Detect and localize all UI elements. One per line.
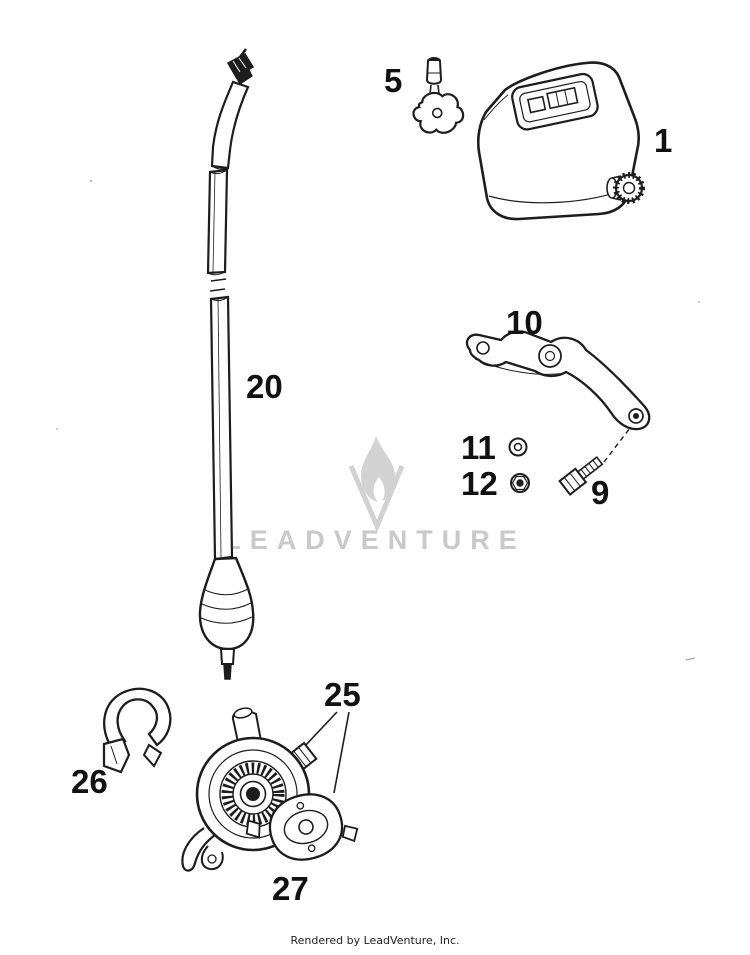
callout-26[interactable]: 26 — [71, 763, 108, 800]
speedometer-cable-drawing — [198, 48, 255, 680]
washer-drawing — [508, 437, 528, 457]
leader-line-bolt — [603, 427, 631, 463]
paper-speckles — [56, 179, 700, 661]
footer-credit: Rendered by LeadVenture, Inc. — [290, 934, 460, 947]
odometer-window — [511, 72, 599, 131]
leadventure-watermark-logo: LEADVENTURE — [224, 436, 526, 555]
callout-5[interactable]: 5 — [384, 62, 403, 99]
callout-12[interactable]: 12 — [461, 465, 498, 502]
callout-11[interactable]: 11 — [461, 429, 496, 466]
trip-knob-drawing — [412, 57, 465, 134]
retainer-plate-drawing — [245, 793, 359, 861]
bracket-drawing — [465, 330, 651, 431]
callout-1[interactable]: 1 — [654, 122, 673, 159]
watermark-text: LEADVENTURE — [224, 525, 526, 555]
callout-9[interactable]: 9 — [591, 474, 610, 511]
v-chevron-icon — [348, 465, 405, 533]
flame-icon — [361, 436, 395, 502]
callout-25[interactable]: 25 — [324, 676, 361, 713]
callout-20[interactable]: 20 — [246, 368, 283, 405]
speedometer-housing-drawing — [476, 61, 645, 221]
callout-27[interactable]: 27 — [272, 870, 309, 907]
bolt-drawing — [558, 427, 631, 496]
callout-10[interactable]: 10 — [506, 304, 543, 341]
clamp-drawing — [102, 687, 172, 774]
nut-drawing — [510, 473, 530, 493]
reset-knob-drawing — [606, 172, 645, 204]
